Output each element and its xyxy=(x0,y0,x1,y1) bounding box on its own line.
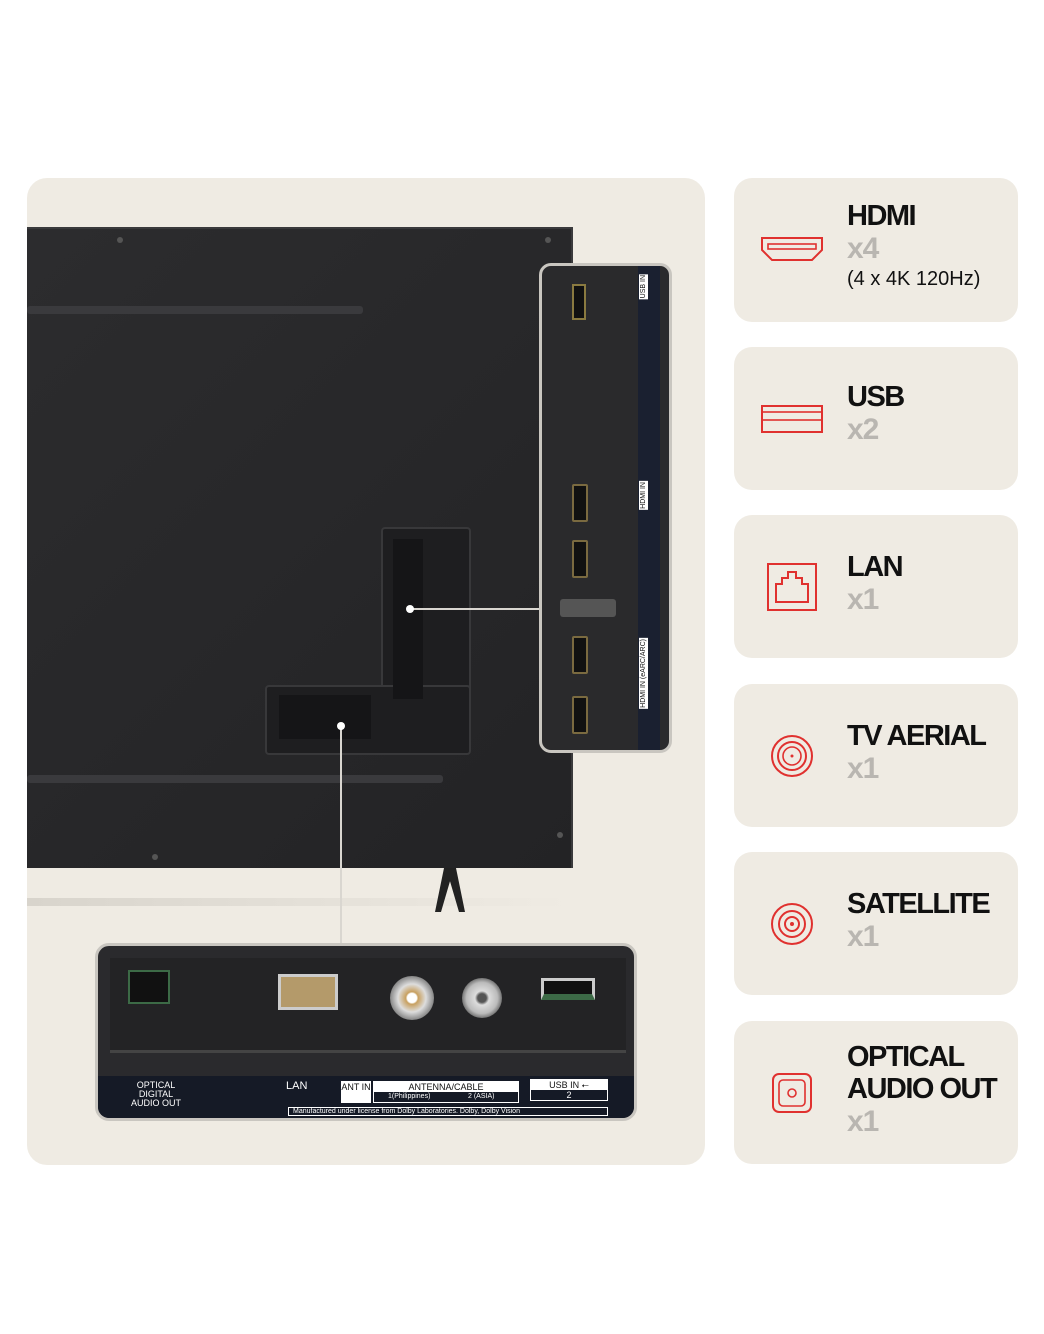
card-count: x1 xyxy=(847,1105,879,1138)
hdmi-earc-label: HDMI IN (eARC/ARC) xyxy=(639,638,648,709)
optical-label: OPTICAL DIGITAL AUDIO OUT xyxy=(130,1080,181,1108)
card-title: HDMI xyxy=(847,200,917,232)
ant-2-label: 2 (ASIA) xyxy=(468,1093,495,1100)
tv-back xyxy=(27,227,573,868)
optical-icon xyxy=(760,1068,824,1118)
usb-num-label: 2 xyxy=(566,1090,572,1100)
side-ports-callout: USB IN HDMI IN HDMI IN (eARC/ARC) xyxy=(539,263,672,753)
card-count: x1 xyxy=(847,752,879,785)
optical-port xyxy=(128,970,170,1004)
satellite-port xyxy=(462,978,502,1018)
ant-1-label: 1(Philippines) xyxy=(388,1093,431,1100)
usb-in-label: USB IN xyxy=(639,274,648,300)
hdmi-in-label: HDMI IN xyxy=(639,481,648,510)
card-sub: (4 x 4K 120Hz) xyxy=(847,268,981,290)
card-title: USB xyxy=(847,381,905,413)
lan-port xyxy=(278,974,338,1010)
card-count: x2 xyxy=(847,413,879,446)
card-title: TV AERIAL xyxy=(847,720,987,752)
lan-icon xyxy=(760,562,824,612)
antenna-port xyxy=(390,976,434,1020)
card-title: OPTICAL AUDIO OUT xyxy=(847,1041,998,1105)
card-count: x4 xyxy=(847,232,879,265)
card-title: LAN xyxy=(847,551,904,583)
dolby-label: Manufactured under license from Dolby La… xyxy=(288,1107,608,1116)
antenna-cable-label: ANTENNA/CABLE xyxy=(374,1082,518,1092)
hdmi-icon xyxy=(760,225,824,275)
ant-in-label: ANT IN xyxy=(341,1081,371,1103)
card-count: x1 xyxy=(847,583,879,616)
tv-rear-image: USB IN HDMI IN HDMI IN (eARC/ARC) OPTICA… xyxy=(27,178,705,1165)
usb-icon xyxy=(760,394,824,444)
aerial-icon xyxy=(760,731,824,781)
satellite-icon xyxy=(760,899,824,949)
bottom-ports-callout: OPTICAL DIGITAL AUDIO OUT LAN ANT IN ANT… xyxy=(95,943,637,1121)
usb-in-bottom-label: USB IN ⭠ xyxy=(531,1080,607,1090)
card-title: SATELLITE xyxy=(847,888,991,920)
usb-port xyxy=(541,978,595,1000)
lan-label: LAN xyxy=(286,1080,308,1092)
card-count: x1 xyxy=(847,920,879,953)
